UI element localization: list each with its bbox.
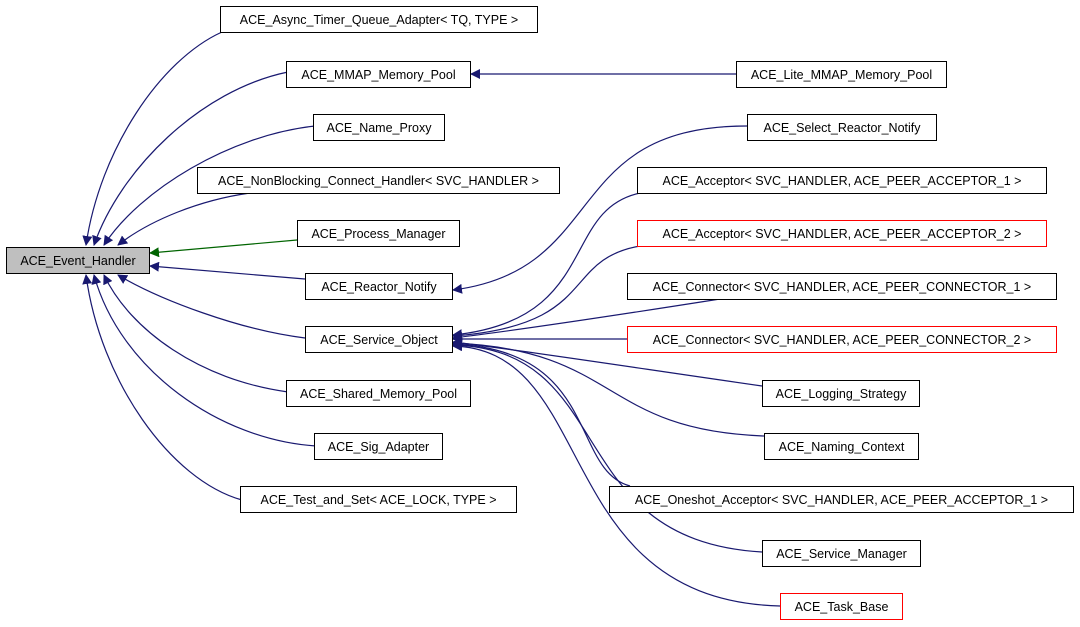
node-box[interactable] — [305, 273, 453, 300]
node-ace-nonblocking-connect-handler[interactable]: ACE_NonBlocking_Connect_Handler< SVC_HAN… — [197, 167, 560, 194]
node-ace-process-manager[interactable]: ACE_Process_Manager — [297, 220, 460, 247]
node-ace-test-and-set[interactable]: ACE_Test_and_Set< ACE_LOCK, TYPE > — [240, 486, 517, 513]
node-box[interactable] — [6, 247, 150, 274]
node-box[interactable] — [637, 220, 1047, 247]
node-label: ACE_Acceptor< SVC_HANDLER, ACE_PEER_ACCE… — [663, 227, 1022, 241]
node-label: ACE_Event_Handler — [20, 254, 135, 268]
node-label: ACE_Shared_Memory_Pool — [300, 387, 457, 401]
edge-ace-connector-1-to-ace-service-object — [452, 298, 721, 342]
node-label: ACE_NonBlocking_Connect_Handler< SVC_HAN… — [218, 174, 539, 188]
node-ace-acceptor-2[interactable]: ACE_Acceptor< SVC_HANDLER, ACE_PEER_ACCE… — [637, 220, 1047, 247]
node-box[interactable] — [286, 61, 471, 88]
node-label: ACE_Select_Reactor_Notify — [763, 121, 921, 135]
node-ace-service-manager[interactable]: ACE_Service_Manager — [762, 540, 921, 567]
edge-ace-nonblocking-connect-handler-to-ace-event-handler — [117, 192, 251, 246]
edge-ace-select-reactor-notify-to-ace-reactor-notify — [452, 125, 748, 294]
node-label: ACE_Task_Base — [795, 600, 889, 614]
node-ace-lite-mmap-memory-pool[interactable]: ACE_Lite_MMAP_Memory_Pool — [736, 61, 947, 88]
node-box[interactable] — [240, 486, 517, 513]
edge-ace-service-manager-to-ace-service-object — [452, 340, 763, 553]
node-label: ACE_Async_Timer_Queue_Adapter< TQ, TYPE … — [240, 13, 518, 27]
node-box[interactable] — [762, 540, 921, 567]
node-label: ACE_Connector< SVC_HANDLER, ACE_PEER_CON… — [653, 280, 1031, 294]
edge-ace-mmap-memory-pool-to-ace-event-handler — [92, 71, 289, 246]
edge-ace-acceptor-1-to-ace-service-object — [452, 192, 641, 340]
node-box[interactable] — [780, 593, 903, 620]
node-box[interactable] — [197, 167, 560, 194]
node-box[interactable] — [313, 114, 445, 141]
edge-ace-async-timer-queue-adapter-to-ace-event-handler — [82, 31, 223, 246]
node-ace-task-base[interactable]: ACE_Task_Base — [780, 593, 903, 620]
node-box[interactable] — [305, 326, 453, 353]
edge-ace-process-manager-to-ace-event-handler — [149, 239, 298, 258]
node-ace-connector-1[interactable]: ACE_Connector< SVC_HANDLER, ACE_PEER_CON… — [627, 273, 1057, 300]
node-label: ACE_Service_Object — [320, 333, 438, 347]
edge-ace-reactor-notify-to-ace-event-handler — [149, 261, 306, 280]
node-label: ACE_Name_Proxy — [327, 121, 433, 135]
node-ace-name-proxy[interactable]: ACE_Name_Proxy — [313, 114, 445, 141]
node-ace-connector-2[interactable]: ACE_Connector< SVC_HANDLER, ACE_PEER_CON… — [627, 326, 1057, 353]
edge-ace-test-and-set-to-ace-event-handler — [82, 274, 243, 501]
node-box[interactable] — [627, 273, 1057, 300]
node-ace-shared-memory-pool[interactable]: ACE_Shared_Memory_Pool — [286, 380, 471, 407]
node-ace-reactor-notify[interactable]: ACE_Reactor_Notify — [305, 273, 453, 300]
node-label: ACE_Logging_Strategy — [776, 387, 907, 401]
node-label: ACE_Connector< SVC_HANDLER, ACE_PEER_CON… — [653, 333, 1031, 347]
edge-ace-sig-adapter-to-ace-event-handler — [91, 274, 317, 447]
node-box[interactable] — [297, 220, 460, 247]
edges-layer — [82, 31, 781, 607]
node-ace-service-object[interactable]: ACE_Service_Object — [305, 326, 453, 353]
edge-ace-acceptor-2-to-ace-service-object — [452, 245, 641, 341]
node-label: ACE_Service_Manager — [776, 547, 907, 561]
node-ace-naming-context[interactable]: ACE_Naming_Context — [764, 433, 919, 460]
edge-ace-name-proxy-to-ace-event-handler — [103, 125, 316, 246]
edge-ace-task-base-to-ace-service-object — [452, 341, 781, 607]
edge-ace-naming-context-to-ace-service-object — [452, 338, 765, 437]
node-ace-event-handler[interactable]: ACE_Event_Handler — [6, 247, 150, 274]
node-ace-acceptor-1[interactable]: ACE_Acceptor< SVC_HANDLER, ACE_PEER_ACCE… — [637, 167, 1047, 194]
node-ace-oneshot-acceptor[interactable]: ACE_Oneshot_Acceptor< SVC_HANDLER, ACE_P… — [609, 486, 1074, 513]
node-label: ACE_Test_and_Set< ACE_LOCK, TYPE > — [260, 493, 496, 507]
node-label: ACE_Acceptor< SVC_HANDLER, ACE_PEER_ACCE… — [663, 174, 1022, 188]
node-box[interactable] — [747, 114, 937, 141]
node-box[interactable] — [314, 433, 443, 460]
node-label: ACE_Process_Manager — [311, 227, 445, 241]
node-ace-select-reactor-notify[interactable]: ACE_Select_Reactor_Notify — [747, 114, 937, 141]
edge-ace-shared-memory-pool-to-ace-event-handler — [103, 274, 289, 393]
node-box[interactable] — [220, 6, 538, 33]
node-label: ACE_Oneshot_Acceptor< SVC_HANDLER, ACE_P… — [635, 493, 1048, 507]
node-label: ACE_Lite_MMAP_Memory_Pool — [751, 68, 932, 82]
node-box[interactable] — [736, 61, 947, 88]
node-box[interactable] — [286, 380, 471, 407]
node-label: ACE_Naming_Context — [779, 440, 905, 454]
node-ace-mmap-memory-pool[interactable]: ACE_MMAP_Memory_Pool — [286, 61, 471, 88]
node-ace-logging-strategy[interactable]: ACE_Logging_Strategy — [762, 380, 920, 407]
node-box[interactable] — [637, 167, 1047, 194]
node-label: ACE_Sig_Adapter — [328, 440, 429, 454]
node-ace-async-timer-queue-adapter[interactable]: ACE_Async_Timer_Queue_Adapter< TQ, TYPE … — [220, 6, 538, 33]
edge-ace-oneshot-acceptor-to-ace-service-object — [452, 339, 631, 487]
node-label: ACE_MMAP_Memory_Pool — [301, 68, 455, 82]
node-ace-sig-adapter[interactable]: ACE_Sig_Adapter — [314, 433, 443, 460]
node-box[interactable] — [627, 326, 1057, 353]
node-label: ACE_Reactor_Notify — [321, 280, 437, 294]
node-box[interactable] — [762, 380, 920, 407]
nodes-layer: ACE_Event_Handler ACE_Async_Timer_Queue_A… — [6, 6, 1074, 620]
edge-ace-service-object-to-ace-event-handler — [117, 274, 306, 339]
node-box[interactable] — [764, 433, 919, 460]
node-box[interactable] — [609, 486, 1074, 513]
